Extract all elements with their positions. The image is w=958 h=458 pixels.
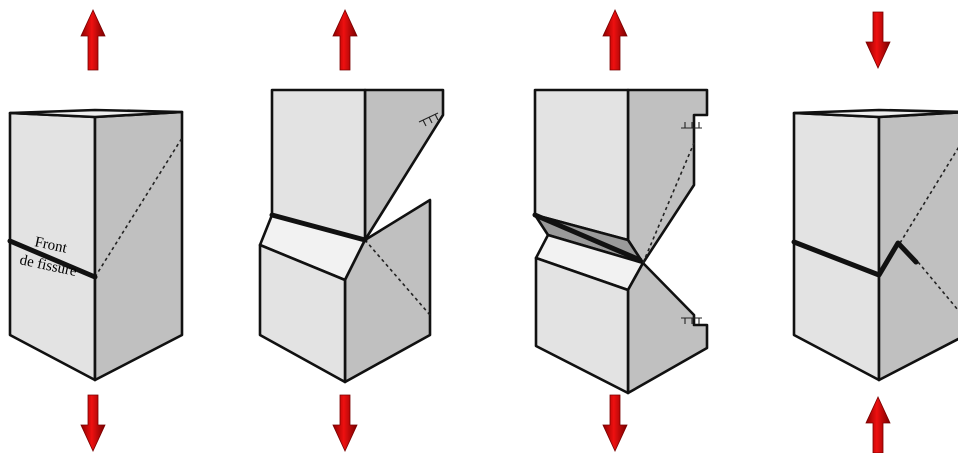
arrow-top-3-up (602, 9, 628, 71)
block2-crack-front (269, 212, 368, 243)
arrow-bottom-1-down (80, 394, 106, 452)
block3-slip-marks-top (681, 122, 702, 129)
block3-upper-side-face (626, 88, 709, 265)
block-mode-1: Front de fissure (7, 108, 184, 382)
block4-top-face (792, 108, 958, 119)
block-mode-3 (532, 88, 709, 395)
block4-crack-front (791, 239, 919, 278)
block1-side-face (93, 110, 184, 382)
block3-lower-side-face (626, 261, 709, 395)
block3-hidden-crack-line (642, 142, 695, 264)
crack-front-label-line1: Front (33, 234, 69, 257)
block3-slip-marks-bottom (681, 317, 702, 324)
block3-lower-front-face (534, 256, 630, 395)
block4-side-face (877, 111, 958, 382)
arrow-top-1-up (80, 9, 106, 71)
arrow-bottom-4-up (865, 396, 891, 454)
block1-crack-front (7, 238, 98, 280)
block2-lower-front-face (258, 243, 347, 384)
block1-top-face (8, 108, 184, 119)
arrow-top-2-up (332, 9, 358, 71)
block-mode-4 (791, 108, 958, 382)
arrow-top-4-down (865, 11, 891, 69)
block2-slip-marks (418, 112, 439, 127)
block1-hidden-crack-line (94, 137, 183, 278)
block-mode-2 (258, 88, 445, 384)
block3-crack-front (532, 212, 643, 263)
arrow-bottom-2-down (332, 394, 358, 452)
block4-hidden-crack-line-lower (917, 261, 958, 311)
arrow-bottom-3-down (602, 394, 628, 452)
